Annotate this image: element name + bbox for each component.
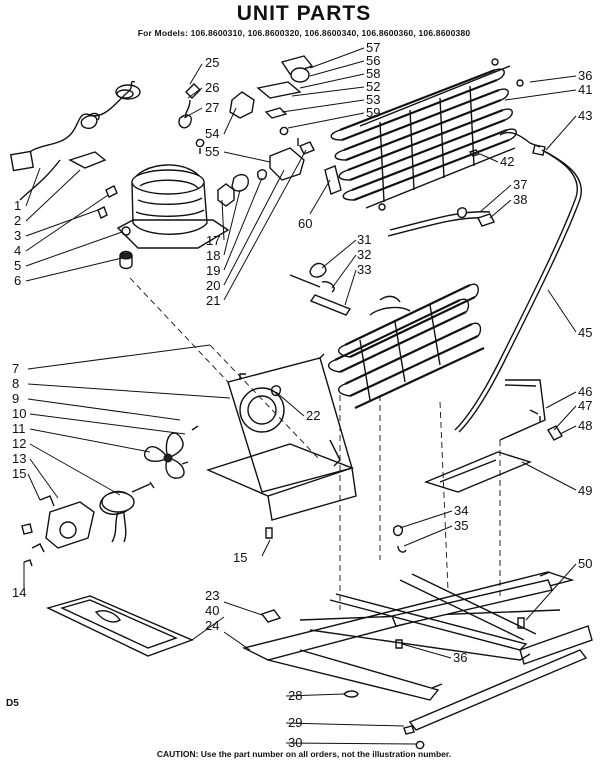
callout-18: 18 [206,248,220,263]
callout-6: 6 [14,273,21,288]
callout-4: 4 [14,243,21,258]
callout-15: 15 [233,550,247,565]
heat-exchanger-tube [454,144,582,433]
callout-8: 8 [12,376,19,391]
compressor [97,164,230,270]
callout-1: 1 [14,198,21,213]
callout-58: 58 [366,66,380,81]
callout-3: 3 [14,228,21,243]
callout-31: 31 [357,232,371,247]
callout-labels: 1234567891011121315141517181920212223402… [12,40,592,750]
fan-shroud [206,353,357,521]
callout-38: 38 [513,192,527,207]
callout-37: 37 [513,177,527,192]
callout-17: 17 [206,233,220,248]
callout-11: 11 [12,421,26,436]
callout-54: 54 [205,126,219,141]
callout-50: 50 [578,556,592,571]
leader-lines [23,47,577,745]
diagram-code: D5 [6,698,19,709]
callout-32: 32 [357,247,371,262]
callout-5: 5 [14,258,21,273]
callout-53: 53 [366,92,380,107]
model-list: For Models: 106.8600310, 106.8600320, 10… [137,28,471,38]
defrost-drain-tray [423,379,546,493]
fan-blade [143,432,185,479]
callout-35: 35 [454,518,468,533]
callout-47: 47 [578,398,592,413]
callout-56: 56 [366,53,380,68]
callout-41: 41 [578,82,592,97]
callout-25: 25 [205,55,219,70]
callout-19: 19 [206,263,220,278]
callout-36: 36 [453,650,467,665]
callout-46: 46 [578,384,592,399]
fan-motor [31,425,199,553]
power-cord [9,80,141,201]
callout-55: 55 [205,144,219,159]
callout-13: 13 [12,451,26,466]
drain-pan [46,595,194,657]
callout-14: 14 [12,585,26,600]
callout-23: 23 [205,588,219,603]
callout-15: 15 [12,466,26,481]
base-frame [241,571,593,731]
callout-43: 43 [578,108,592,123]
callout-30: 30 [288,735,302,750]
callout-40: 40 [205,603,219,618]
callout-22: 22 [306,408,320,423]
evaporator [289,262,485,409]
callout-59: 59 [366,105,380,120]
callout-10: 10 [12,406,26,421]
alignment-lines [129,277,501,610]
callout-49: 49 [578,483,592,498]
callout-48: 48 [578,418,592,433]
callout-29: 29 [288,715,302,730]
callout-28: 28 [288,688,302,703]
callout-20: 20 [206,278,220,293]
callout-27: 27 [205,100,219,115]
small-hardware [21,409,563,750]
overload-parts [256,55,314,146]
condenser-coil [324,58,541,237]
callout-24: 24 [205,618,219,633]
callout-26: 26 [205,80,219,95]
caution-note: CAUTION: Use the part number on all orde… [156,749,452,759]
callout-9: 9 [12,391,19,406]
callout-36: 36 [578,68,592,83]
callout-2: 2 [14,213,21,228]
callout-52: 52 [366,79,380,94]
page-title: UNIT PARTS [236,2,372,25]
callout-60: 60 [298,216,312,231]
callout-57: 57 [366,40,380,55]
callout-42: 42 [500,154,514,169]
callout-21: 21 [206,293,220,308]
callout-45: 45 [578,325,592,340]
callout-34: 34 [454,503,468,518]
callout-7: 7 [12,361,19,376]
callout-12: 12 [12,436,26,451]
callout-33: 33 [357,262,371,277]
